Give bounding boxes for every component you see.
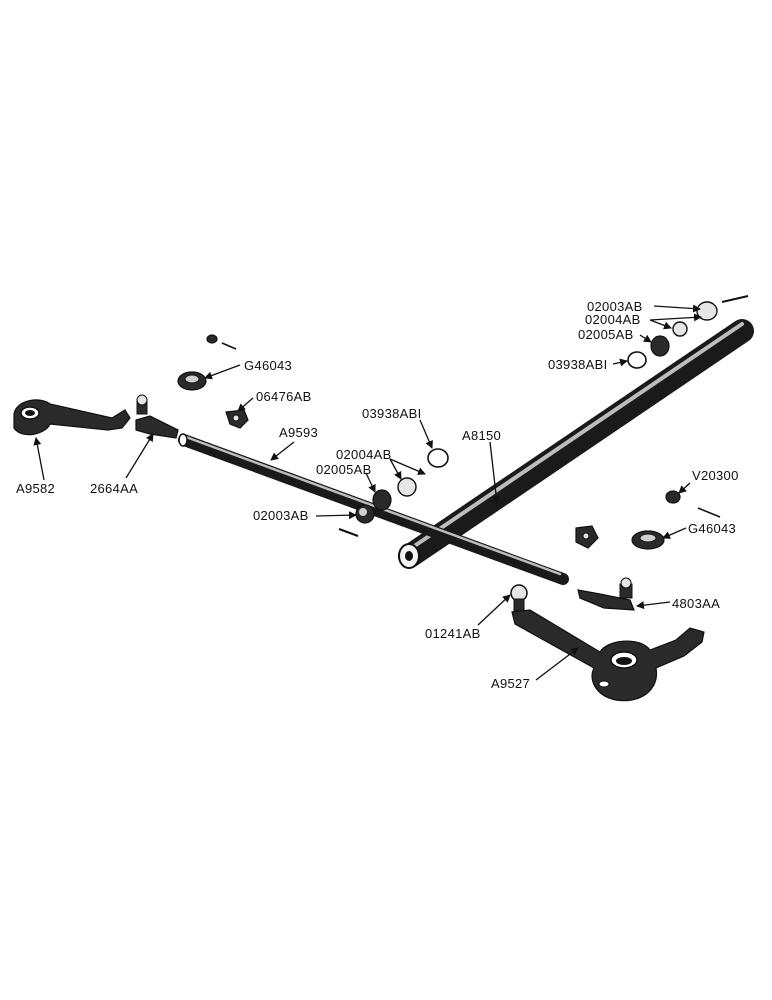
cotter-pin-top-right [721,295,749,303]
label-2664aa: 2664AA [90,481,138,496]
label-a9593: A9593 [279,425,318,440]
tie-rod-end-2664aa [135,394,179,439]
label-a9527: A9527 [491,676,530,691]
ball-stud-01241ab [510,584,528,612]
dust-cap-03938ab1-right [627,351,647,369]
label-06476ab: 06476AB [256,389,312,404]
nut-small-top-left [206,334,218,344]
spring-02005ab-top [650,335,670,357]
label-03938ab1-right: 03938ABI [548,357,608,372]
drag-link-tube-a8150 [398,319,754,569]
spring-seat-02004ab-mid [397,477,417,497]
tie-rod-tube-a9593 [178,433,569,585]
steering-arm-a9582 [13,399,131,436]
clamp-right [575,525,599,549]
seal-g46043-left [177,371,207,391]
nut-v20300 [665,490,681,504]
leader-lines [33,304,702,681]
spring-02005ab-mid [372,489,392,511]
seal-g46043-right [631,530,665,550]
cotter-pin-top-left [221,342,237,350]
cotter-pin-right [697,507,721,518]
label-02004ab-top: 02004AB [585,312,641,327]
label-02003ab-top: 02003AB [587,299,643,314]
label-g46043-right: G46043 [688,521,736,536]
label-a9582: A9582 [16,481,55,496]
tie-rod-end-4803aa [577,577,635,611]
label-4803aa: 4803AA [672,596,720,611]
steering-arm-a9527 [511,609,705,702]
label-02005ab-mid: 02005AB [316,462,372,477]
end-plug-02003ab-mid [355,504,375,524]
label-02004ab-mid: 02004AB [336,447,392,462]
label-03938ab1-mid: 03938ABI [362,406,422,421]
label-v20300: V20300 [692,468,739,483]
label-02003ab-mid: 02003AB [253,508,309,523]
label-01241ab: 01241AB [425,626,481,641]
spring-seat-02004ab-top [672,321,688,337]
label-g46043-left: G46043 [244,358,292,373]
label-a8150: A8150 [462,428,501,443]
cotter-pin-mid [338,528,359,537]
label-02005ab-top: 02005AB [578,327,634,342]
dust-cap-03938ab1-mid [427,448,449,468]
clamp-06476ab [225,409,249,429]
